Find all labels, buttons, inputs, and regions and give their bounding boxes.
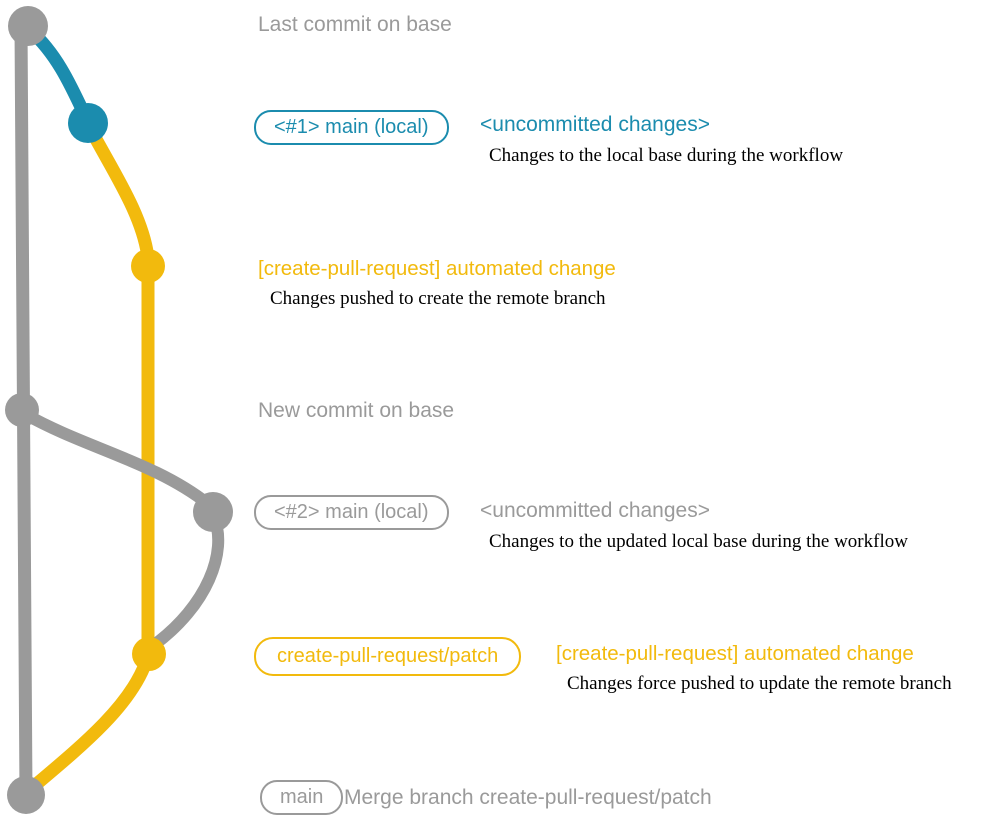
local-main-edge-2-in	[148, 511, 225, 651]
pull-request-branch-edge-1	[83, 121, 155, 265]
uncommitted-changes-subtitle-1: Changes to the local base during the wor…	[489, 145, 844, 166]
merge-branch-title: Merge branch create-pull-request/patch	[344, 786, 712, 809]
automated-change-title-1: [create-pull-request] automated change	[258, 257, 616, 280]
merge-edge	[26, 655, 153, 794]
last-commit-label: Last commit on base	[258, 13, 452, 36]
branch-badge-main: main	[260, 780, 344, 815]
automated-change-subtitle-1: Changes pushed to create the remote bran…	[270, 288, 606, 309]
uncommitted-changes-title-1: <uncommitted changes>	[480, 113, 710, 136]
branch-badge-main-local-1: <#1> main (local)	[254, 110, 449, 145]
commit-node-branch-2	[132, 637, 166, 671]
uncommitted-changes-subtitle-2: Changes to the updated local base during…	[489, 531, 908, 552]
branch-badge-create-pull-request-patch: create-pull-request/patch	[254, 637, 522, 676]
automated-change-title-2: [create-pull-request] automated change	[556, 642, 914, 665]
commit-node-last-base	[8, 6, 48, 46]
branch-badge-main-local-2: <#2> main (local)	[254, 495, 449, 530]
automated-change-subtitle-2: Changes force pushed to update the remot…	[567, 673, 952, 694]
commit-node-branch-1	[131, 249, 165, 283]
commit-node-local-main-2	[193, 492, 233, 532]
commit-graph	[5, 6, 233, 814]
uncommitted-changes-title-2: <uncommitted changes>	[480, 499, 710, 522]
commit-node-local-main-1	[68, 103, 108, 143]
local-main-edge-2-out	[19, 408, 214, 510]
new-commit-label: New commit on base	[258, 399, 455, 422]
commit-node-merge	[7, 776, 45, 814]
commit-node-new-base	[5, 393, 39, 427]
